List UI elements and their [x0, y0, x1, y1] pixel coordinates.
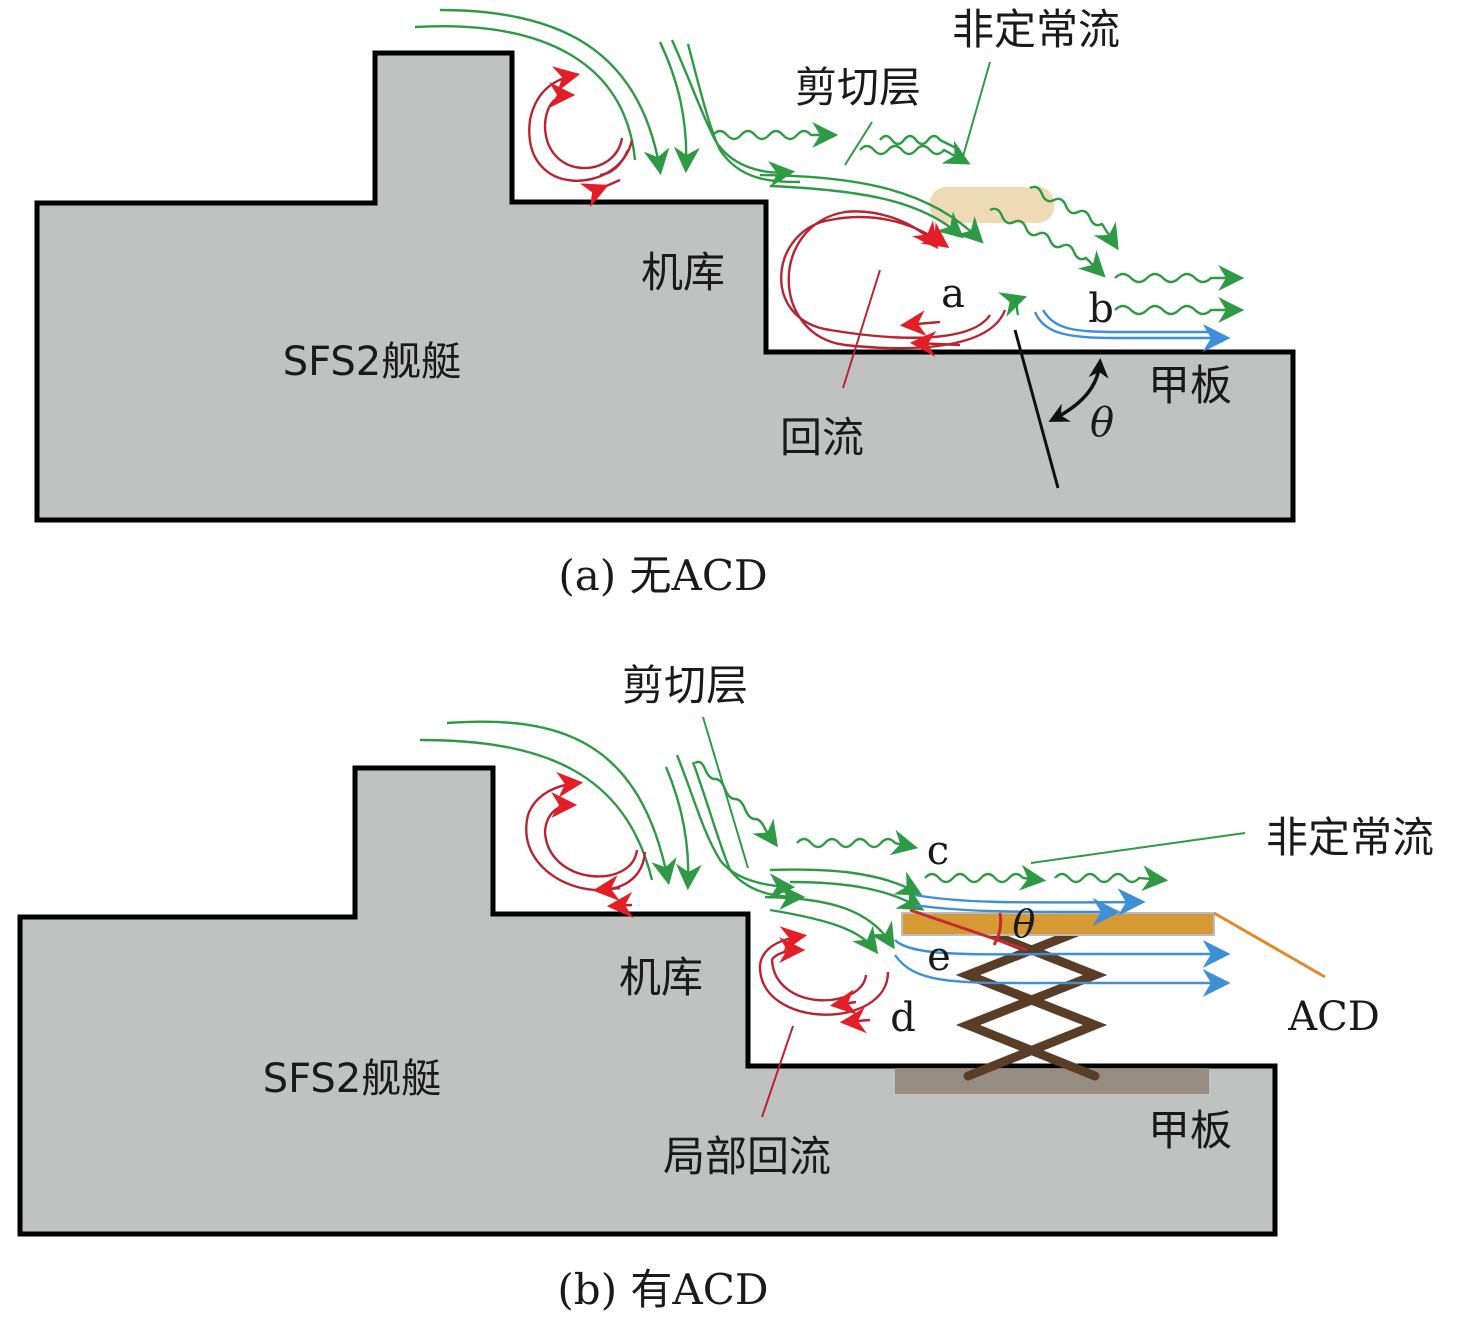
label-recirculation-a: 回流 — [780, 413, 864, 462]
label-deck-a: 甲板 — [1148, 361, 1232, 410]
label-point-a: a — [941, 271, 965, 317]
angle-arc-a — [1048, 358, 1109, 422]
recirculation-vortex-b-lower — [758, 926, 890, 1034]
label-angle-b: θ — [1013, 902, 1036, 946]
leader-unsteady-b — [1030, 832, 1246, 864]
angle-arc-b — [992, 912, 1003, 946]
angle-reference-line-b — [909, 908, 1028, 952]
label-point-b: b — [1088, 286, 1114, 332]
leader-unsteady-a — [961, 61, 991, 161]
unsteady-waves-a — [712, 122, 1245, 323]
label-ship-a: SFS2舰艇 — [283, 339, 462, 385]
angle-reference-line-a — [1013, 329, 1060, 489]
label-angle-a: θ — [1090, 400, 1114, 446]
label-point-c: c — [927, 828, 949, 874]
leader-acd — [1213, 911, 1326, 979]
label-unsteady-flow-a: 非定常流 — [952, 5, 1120, 54]
label-unsteady-flow-b: 非定常流 — [1266, 813, 1434, 862]
incoming-streamlines-b — [419, 720, 925, 955]
leader-shear-layer-a — [844, 121, 873, 166]
label-point-e: e — [927, 934, 951, 980]
label-deck-b: 甲板 — [1148, 1106, 1232, 1155]
deck-flow-b — [894, 888, 1231, 997]
recirculation-vortex-b-upper — [525, 771, 647, 918]
caption-b: (b) 有ACD — [557, 1265, 768, 1314]
label-shear-layer-b: 剪切层 — [622, 661, 748, 710]
acd-scissor-lift — [955, 920, 1108, 1081]
ship-hull-a — [34, 50, 1296, 523]
label-acd: ACD — [1287, 994, 1380, 1040]
label-recirculation-b: 局部回流 — [663, 1132, 831, 1181]
panel-a: SFS2舰艇 机库 剪切层 非定常流 回流 甲板 a b θ (a) 无ACD — [34, 5, 1296, 600]
leader-recirculation-b — [761, 1025, 794, 1118]
leader-shear-layer-b — [702, 716, 749, 869]
label-ship-b: SFS2舰艇 — [263, 1056, 442, 1102]
recirculation-vortex-a-upper — [528, 66, 634, 208]
acd-base-plate — [895, 1068, 1209, 1094]
leader-recirculation-a — [842, 269, 881, 389]
unsteady-zone-highlight — [930, 187, 1054, 223]
label-point-d: d — [890, 995, 916, 1041]
ship-hull-b — [17, 765, 1278, 1237]
recirculation-vortex-a-lower — [780, 210, 1007, 357]
panel-b: SFS2舰艇 机库 剪切层 非定常流 局部回流 甲板 ACD c d e θ (… — [17, 661, 1434, 1314]
label-shear-layer-a: 剪切层 — [795, 63, 921, 112]
deck-flow-a — [1033, 309, 1231, 352]
unsteady-waves-b — [694, 760, 1169, 892]
label-hangar-b: 机库 — [619, 953, 703, 1002]
caption-a: (a) 无ACD — [558, 551, 767, 600]
label-hangar-a: 机库 — [641, 248, 725, 297]
